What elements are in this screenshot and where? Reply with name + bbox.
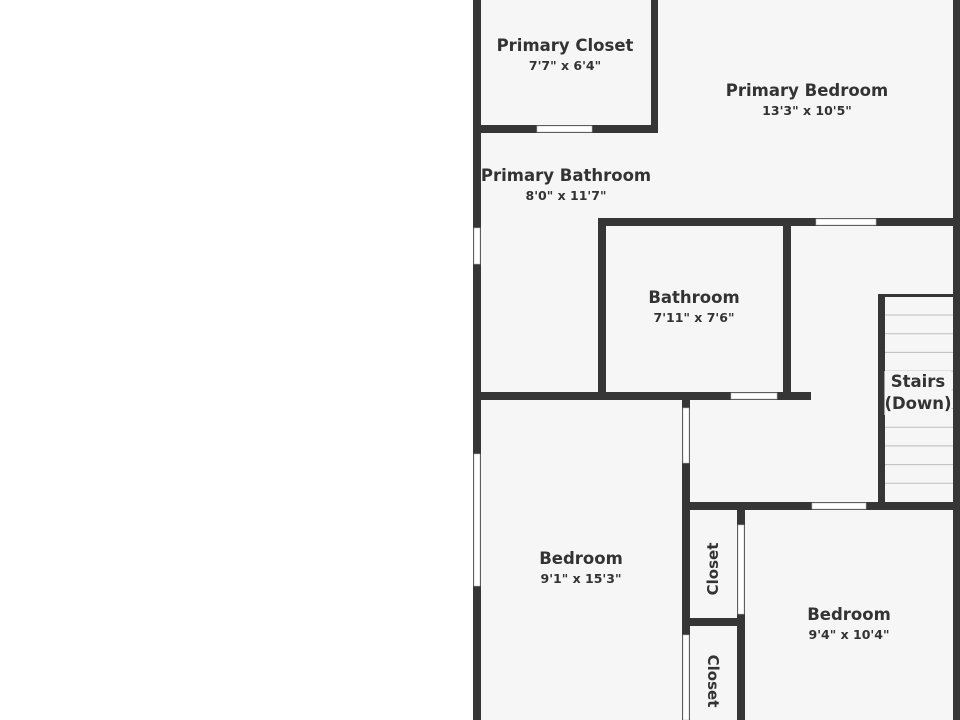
wall-mid [473,392,811,400]
room-name: Primary Bathroom [480,166,652,185]
room-stairs: Stairs (Down) [884,371,952,415]
room-name: Primary Bedroom [725,81,889,100]
room-dims: 8'0" x 11'7" [525,188,607,203]
wall-closet-right [651,0,658,133]
room-bedroom-2: Bedroom 9'4" x 10'4" [807,605,891,645]
room-name: Primary Closet [496,36,634,55]
room-name: Bathroom [648,288,740,307]
room-dims: 13'3" x 10'5" [762,103,852,118]
wall-bath-right [783,226,791,397]
room-dims: 9'4" x 10'4" [808,627,890,642]
wall-bath-left [598,218,606,397]
room-primary-closet: Primary Closet 7'7" x 6'4" [497,36,634,76]
floor [481,0,953,720]
wall-closet2-right [737,510,745,720]
wall-stairs-left [878,294,885,510]
wall-closet-divider [690,618,745,626]
room-name: Bedroom [539,549,623,568]
room-primary-bathroom: Primary Bathroom 8'0" x 11'7" [481,166,651,206]
room-dims: 7'7" x 6'4" [528,58,602,73]
wall-bath-top [598,218,953,226]
room-primary-bedroom: Primary Bedroom 13'3" x 10'5" [726,81,888,121]
room-bathroom: Bathroom 7'11" x 7'6" [648,288,739,328]
window-primary-bath [473,227,481,265]
wall-left [473,0,481,720]
room-dims: 9'1" x 15'3" [540,571,622,586]
door-primary-closet [536,125,593,133]
door-bedroom-2 [811,502,867,510]
room-bedroom: Bedroom 9'1" x 15'3" [539,549,623,589]
door-closet-lower [682,634,690,720]
window-bedroom [473,453,481,587]
room-name: Stairs [890,372,946,391]
openings [473,125,877,720]
room-name: Bedroom [807,605,891,624]
door-primary-bedroom [815,218,877,226]
room-dims: (Down) [884,394,952,413]
room-closet-lower: Closet [704,654,722,708]
door-closet-upper [737,524,745,615]
room-dims: 7'11" x 7'6" [653,310,735,325]
door-bathroom [730,392,778,400]
wall-right [953,0,960,720]
wall-bedroom-right [682,400,690,720]
room-closet-upper: Closet [704,542,722,596]
door-bedroom [682,407,690,464]
